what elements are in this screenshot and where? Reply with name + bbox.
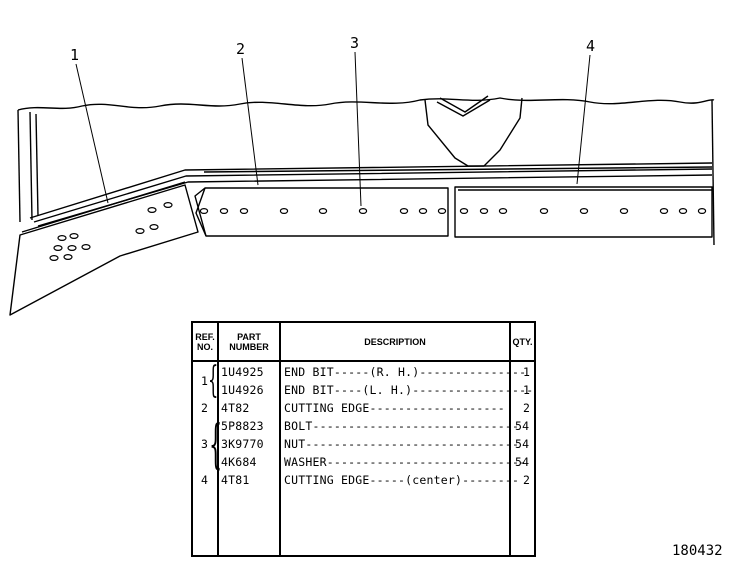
leader-line-2: [241, 57, 259, 186]
header-qty: QTY.: [512, 336, 533, 347]
quantity: 2: [523, 473, 531, 487]
column-divider: [509, 323, 511, 555]
part-number: 4K684: [221, 455, 257, 469]
description: END BIT-----(R. H.)---------------: [284, 365, 527, 379]
quantity: 1: [523, 365, 531, 379]
group-ref-1: 1: [201, 374, 209, 388]
cutting-edge-center: [454, 186, 713, 238]
ref-number: 4: [201, 473, 209, 487]
description: CUTTING EDGE-------------------: [284, 401, 505, 415]
brace-group-1: {: [208, 360, 219, 401]
end-bit-outline: [9, 184, 199, 316]
callout-4: 4: [586, 37, 596, 55]
leader-line-3: [354, 51, 362, 207]
part-number: 4T82: [221, 401, 250, 415]
part-number: 4T81: [221, 473, 250, 487]
ref-number: 2: [201, 401, 209, 415]
part-number: 3K9770: [221, 437, 264, 451]
quantity: 2: [523, 401, 531, 415]
column-divider: [217, 323, 219, 555]
leader-line-1: [75, 63, 109, 204]
brace-group-3: {: [209, 415, 223, 475]
description: END BIT----(L. H.)-----------------: [284, 383, 534, 397]
column-divider: [279, 323, 281, 555]
part-number: 1U4926: [221, 383, 264, 397]
description: WASHER----------------------------: [284, 455, 527, 469]
moldboard-break-line: [17, 97, 715, 111]
quantity: 54: [515, 437, 530, 451]
center-plate: [424, 97, 523, 167]
header-description: DESCRIPTION: [364, 336, 426, 347]
part-number: 1U4925: [221, 365, 264, 379]
quantity: 1: [523, 383, 531, 397]
leader-line-4: [576, 54, 591, 185]
callout-3: 3: [350, 34, 360, 52]
group-ref-3: 3: [201, 437, 209, 451]
blade-assembly-drawing: [9, 51, 715, 316]
parts-table: REF. NO. PART NUMBER DESCRIPTION QTY. 1 …: [191, 321, 536, 557]
callout-2: 2: [236, 40, 246, 58]
header-ref-no: REF. NO.: [195, 331, 215, 352]
quantity: 54: [515, 455, 530, 469]
quantity: 54: [515, 419, 530, 433]
drawing-number: 180432: [672, 543, 723, 559]
part-number: 5P8823: [221, 419, 264, 433]
description: BOLT-----------------------------: [284, 419, 520, 433]
moldboard-rail: [29, 162, 713, 219]
callout-1: 1: [70, 46, 80, 64]
cutting-edge-left: [194, 187, 449, 237]
header-part-number: PART NUMBER: [229, 331, 269, 352]
header-rule: [193, 360, 534, 362]
description: CUTTING EDGE-----(center)--------: [284, 473, 520, 487]
description: NUT------------------------------: [284, 437, 520, 451]
